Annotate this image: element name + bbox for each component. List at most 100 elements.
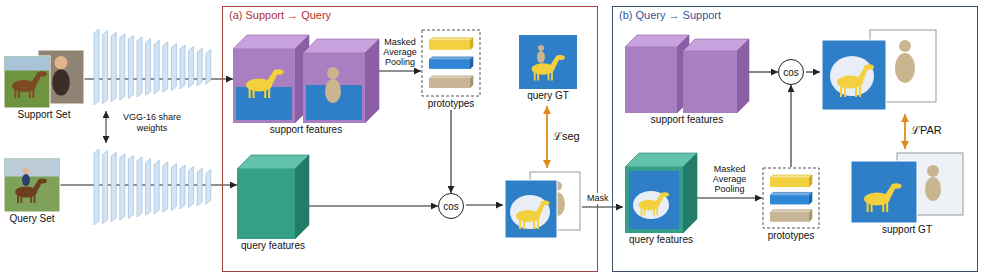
illustration [233, 35, 379, 123]
illustration [625, 35, 749, 113]
cube-side [809, 175, 812, 187]
vgg-network [94, 29, 211, 225]
horse-silhouette [15, 179, 47, 203]
person-head [54, 56, 67, 69]
horse-silhouette [12, 71, 47, 98]
cube-side [683, 153, 697, 233]
dashed-frame [422, 30, 480, 96]
cube-front [429, 41, 470, 50]
annotation-label: VGG-16 share weights [112, 112, 192, 134]
illustration [4, 158, 60, 212]
edge-label: Masked Average Pooling [702, 164, 758, 194]
person-silhouette [925, 165, 941, 201]
horse-leg [882, 202, 884, 212]
person-silhouette [22, 168, 30, 186]
person-body [895, 53, 915, 83]
vgg-layer [103, 151, 108, 224]
connector-arrow [697, 197, 762, 198]
illustration [625, 153, 697, 233]
vgg-layer [137, 157, 142, 217]
horse-leg [641, 207, 643, 215]
horse-leg [886, 202, 888, 212]
person-head [327, 67, 339, 79]
illustration [237, 155, 309, 239]
horse-leg [30, 194, 32, 203]
horse-head [273, 69, 283, 75]
horse-leg [840, 85, 842, 97]
person-head [538, 45, 544, 51]
caption: query features [241, 240, 305, 252]
cube-front [303, 53, 365, 123]
horse-leg [548, 71, 550, 80]
horse-leg [264, 88, 266, 98]
cube-front [770, 178, 809, 187]
connector-arrow [749, 71, 778, 72]
horse-silhouette [246, 69, 284, 98]
cube-top [429, 57, 473, 60]
annotation-label: ℒPAR [911, 124, 942, 137]
horse-head [891, 183, 901, 189]
photo [519, 35, 577, 89]
mask-arrow [582, 206, 623, 207]
illustration [762, 167, 820, 229]
prototype-box: prototypes [421, 29, 481, 110]
cos-circle: cos [778, 59, 804, 85]
cube-side [470, 57, 473, 69]
cube-front [770, 213, 809, 222]
cube-front [625, 47, 677, 113]
cube-top [770, 192, 812, 195]
vgg-layer [137, 37, 142, 97]
horse-silhouette [864, 183, 902, 212]
prediction-front [822, 40, 886, 110]
connector-arrow [450, 110, 451, 193]
person-body [925, 177, 941, 201]
panel: (b) Query → Supportsupport featurescosqu… [612, 6, 978, 272]
vgg-layer [128, 155, 133, 218]
vgg-layer [180, 165, 185, 209]
sky [5, 159, 60, 177]
caption: prototypes [768, 230, 815, 242]
loss-arrow [904, 114, 906, 149]
cube-top [429, 38, 473, 41]
mask-region [629, 171, 679, 229]
horse-leg [656, 207, 658, 215]
person-silhouette [537, 45, 545, 63]
horse-leg [519, 219, 521, 229]
shared-weights-arrow [106, 111, 107, 143]
cube-front [233, 49, 295, 123]
caption: Query Set [9, 213, 54, 225]
panel-title: (b) Query → Support [613, 7, 721, 22]
cube-front [683, 51, 737, 113]
horse-leg [268, 88, 270, 98]
vgg-layer [103, 31, 108, 104]
horse-leg [859, 85, 861, 97]
horse-head [541, 201, 550, 206]
feature-map: support features [625, 35, 749, 126]
cube-front [770, 195, 809, 204]
cube-top [770, 210, 812, 213]
cube-front [429, 79, 470, 88]
sky [5, 57, 50, 71]
horse-leg [867, 202, 869, 212]
illustration [4, 50, 84, 108]
cube-side [470, 38, 473, 50]
horse-leg [34, 194, 36, 203]
person-head [899, 40, 911, 52]
vgg-layer [111, 152, 116, 222]
vgg-layer [197, 48, 202, 86]
horse-leg [844, 85, 846, 97]
horse-leg [249, 88, 251, 98]
horse-silhouette [639, 192, 669, 215]
annotation-label: Mask [585, 193, 611, 204]
support-set-image: Support Set [4, 50, 84, 121]
vgg-layer [111, 32, 116, 102]
person-silhouette [52, 56, 70, 96]
vgg-layer [146, 39, 151, 96]
person-body [325, 79, 341, 103]
prediction-image [505, 172, 580, 238]
caption: support features [270, 124, 342, 136]
illustration [421, 29, 481, 97]
query-set-image: Query Set [4, 158, 60, 225]
cube-top [429, 76, 473, 79]
